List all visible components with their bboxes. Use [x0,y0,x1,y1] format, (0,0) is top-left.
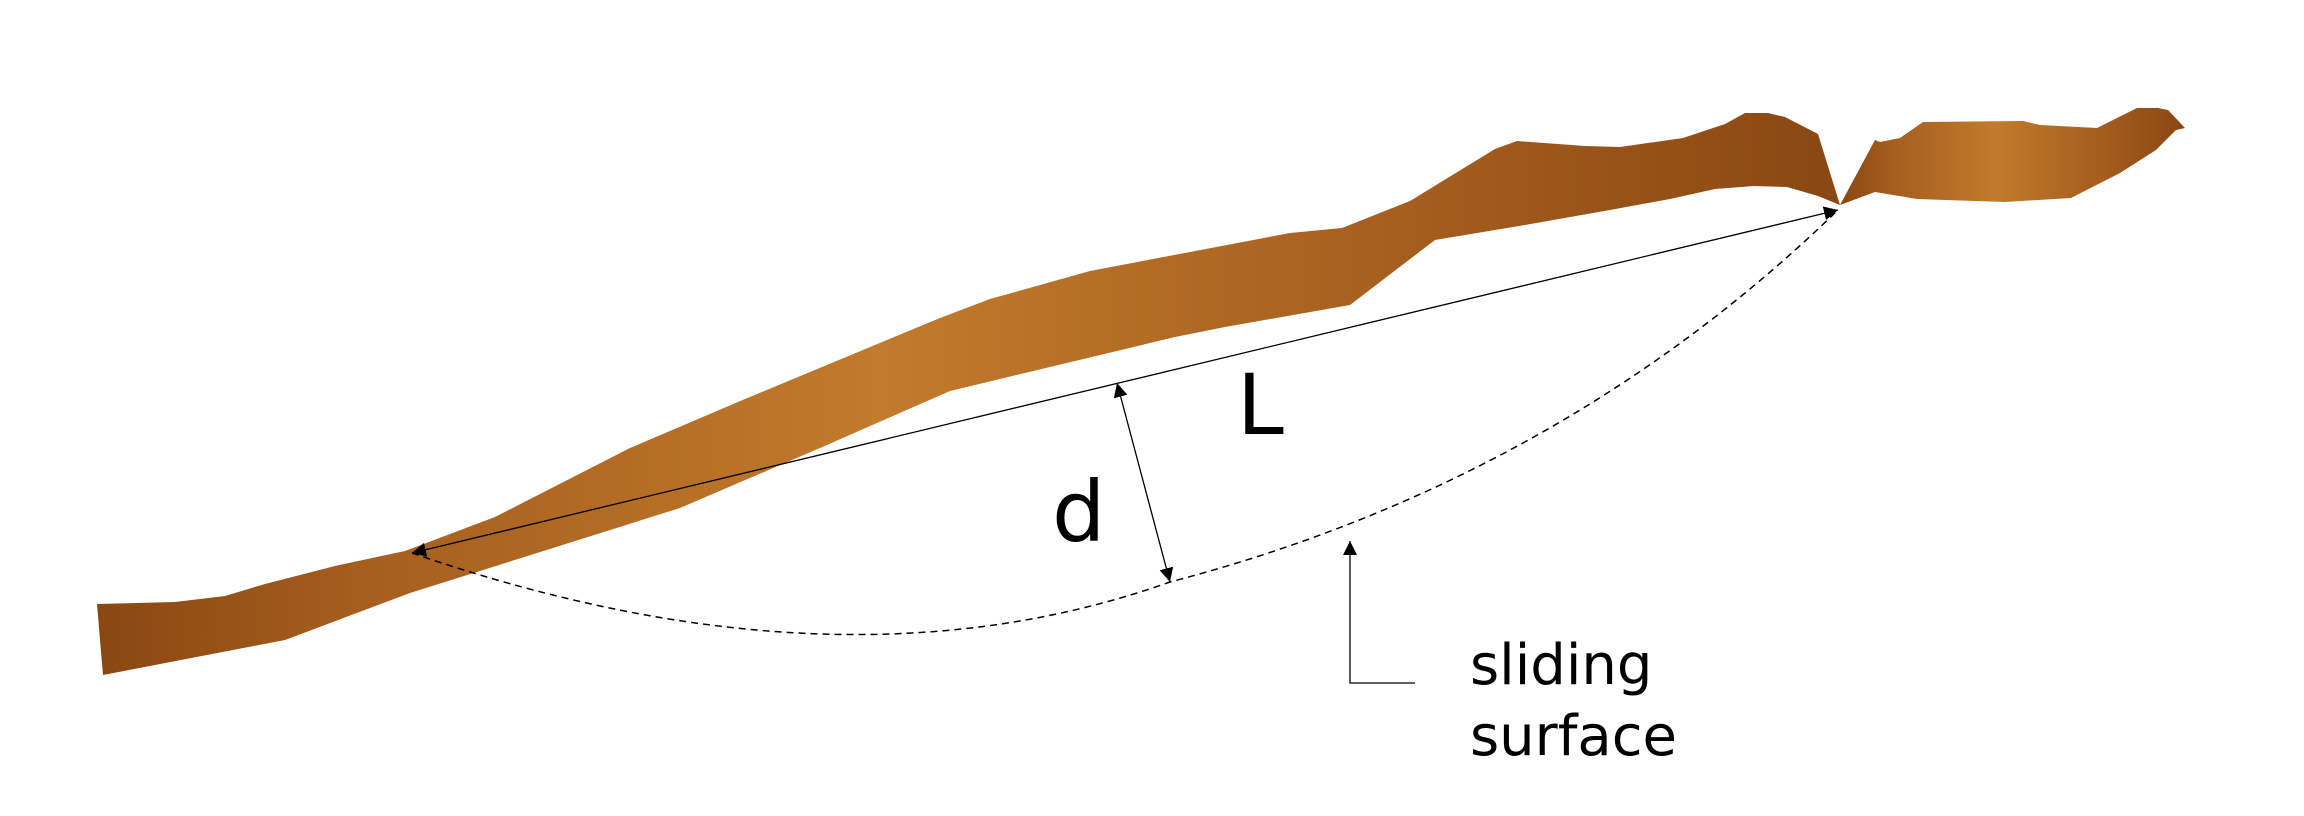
soil-layer-left [97,113,1840,675]
depth-label: d [1052,463,1105,561]
soil-layer-right [1840,108,2185,205]
chord-line-L [411,206,1839,557]
sliding-surface-label-line2: surface [1470,704,1677,769]
depth-arrow-d [1113,382,1174,583]
sliding-surface-leader [1343,541,1415,684]
sliding-surface-curve [411,209,1839,636]
length-label: L [1237,356,1284,454]
sliding-surface-label-line1: sliding [1470,633,1652,698]
